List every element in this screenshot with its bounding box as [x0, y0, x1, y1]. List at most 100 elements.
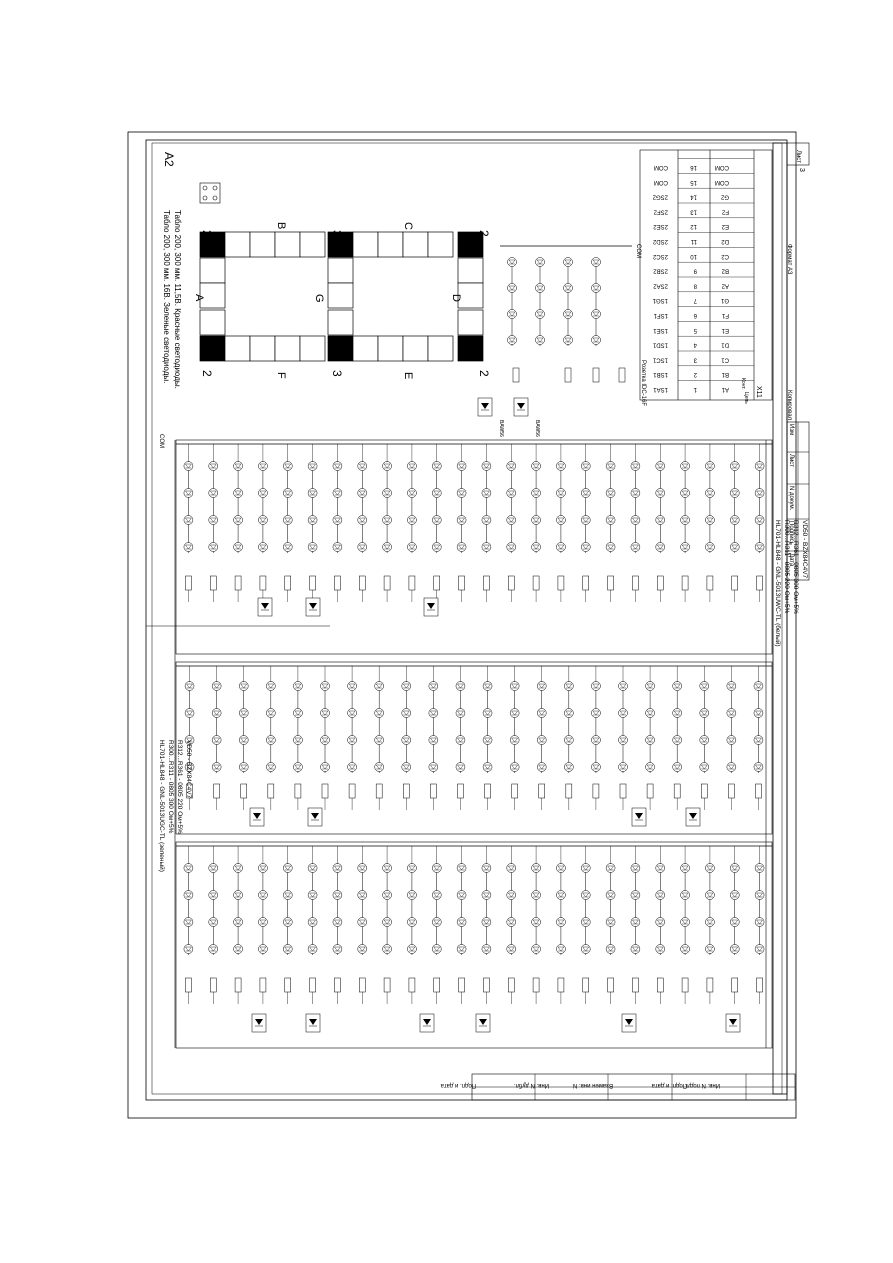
led-icon	[238, 735, 249, 745]
legend-green-4: VD50 - BZX84C4V7	[185, 740, 192, 799]
segment-corner-cell	[457, 335, 484, 362]
resistor-icon	[433, 575, 440, 591]
led-icon	[605, 542, 616, 552]
segment-corner-cell	[199, 231, 226, 258]
connector-pin: 5	[693, 327, 697, 333]
connector-pin: 11	[690, 238, 697, 244]
led-icon	[705, 890, 715, 900]
led-icon	[680, 488, 690, 498]
led-icon	[456, 515, 467, 525]
connector-net: 2SA2	[653, 282, 668, 288]
led-icon	[455, 735, 466, 745]
resistor-icon	[408, 575, 416, 591]
led-icon	[705, 515, 715, 525]
connector-rows: A111SA1B121SB1C131SC1D141SD1E151SE1F161S…	[652, 158, 754, 404]
segment-cell	[327, 257, 354, 284]
led-icon	[531, 890, 541, 900]
resistor-icon	[433, 977, 440, 993]
led-icon	[581, 542, 591, 552]
led-icon	[581, 890, 591, 900]
title-block	[787, 422, 809, 580]
side-stamp-label: Взамен инв. N	[573, 1082, 613, 1088]
resistor-icon	[309, 977, 316, 993]
connector-chain: E1	[721, 327, 729, 333]
resistor-icon	[267, 783, 275, 799]
led-icon	[407, 515, 417, 525]
resistor-icon	[430, 783, 437, 799]
led-icon	[357, 515, 367, 525]
led-icon	[680, 542, 690, 552]
led-icon	[730, 890, 740, 900]
resistor-icon	[706, 977, 714, 993]
led-icon	[307, 488, 318, 498]
segment-cell	[377, 231, 404, 258]
led-icon	[320, 762, 330, 772]
led-icon	[618, 708, 628, 718]
resistor-icon	[508, 977, 515, 993]
led-icon	[531, 488, 541, 498]
led-icon	[618, 735, 628, 745]
led-icon	[432, 488, 442, 498]
led-icon	[357, 890, 367, 900]
led-icon	[730, 542, 740, 552]
title-col-label: Лист	[788, 454, 794, 467]
connector-chain: D1	[721, 342, 729, 348]
led-icon	[556, 890, 566, 900]
led-icon	[456, 461, 467, 471]
led-icon	[705, 917, 715, 927]
led-icon	[482, 735, 493, 745]
led-icon	[556, 515, 566, 525]
connector-net: 1SA1	[653, 386, 668, 392]
led-icon	[672, 735, 682, 745]
led-icon	[456, 488, 467, 498]
copied-label: Копировал	[786, 390, 792, 421]
led-icon	[307, 917, 318, 927]
led-icon	[630, 917, 641, 927]
connector-net: 1SB1	[653, 371, 668, 377]
led-icon	[655, 488, 665, 498]
led-icon	[564, 735, 574, 745]
led-icon	[482, 762, 493, 772]
led-icon	[407, 542, 417, 552]
led-icon	[456, 542, 467, 552]
resistor-icon	[284, 575, 291, 591]
connector-chain: G2	[720, 194, 729, 200]
led-icon	[357, 917, 367, 927]
resistor-icon	[403, 783, 410, 799]
led-icon	[401, 762, 412, 772]
resistor-icon	[213, 783, 220, 799]
led-icon	[753, 708, 764, 718]
resistor-icon	[458, 575, 465, 591]
resistor-icon	[234, 575, 242, 591]
led-icon	[591, 335, 601, 345]
side-stamp-label: Инв. N дубл.	[514, 1082, 549, 1088]
led-icon	[428, 681, 439, 691]
led-icon	[618, 681, 628, 691]
led-icon	[754, 461, 765, 471]
led-icon	[672, 708, 682, 718]
led-icon	[293, 681, 303, 691]
resistor-icon	[632, 977, 639, 993]
resistor-icon	[240, 783, 247, 799]
resistor-icon	[408, 977, 416, 993]
led-icon	[183, 488, 194, 498]
led-icon	[432, 890, 442, 900]
led-icon	[407, 917, 417, 927]
led-icon	[332, 917, 343, 927]
led-icon	[507, 309, 517, 319]
led-icon	[506, 488, 516, 498]
led-icon	[183, 917, 194, 927]
resistor-icon	[457, 783, 464, 799]
led-icon	[208, 890, 218, 900]
led-icon	[556, 917, 566, 927]
led-icon	[238, 708, 249, 718]
legend-green-1: HL701-HL848 - GNL-5013UGC-TL (зеленый)	[158, 740, 166, 872]
led-icon	[332, 890, 343, 900]
connector-col-chain: Цепь	[743, 392, 749, 404]
led-icon	[509, 762, 520, 772]
resistor-icon	[564, 367, 572, 383]
resistor-icon	[359, 977, 366, 993]
led-icon	[536, 762, 547, 772]
segment-label: D	[450, 294, 462, 302]
led-icon	[535, 335, 545, 345]
